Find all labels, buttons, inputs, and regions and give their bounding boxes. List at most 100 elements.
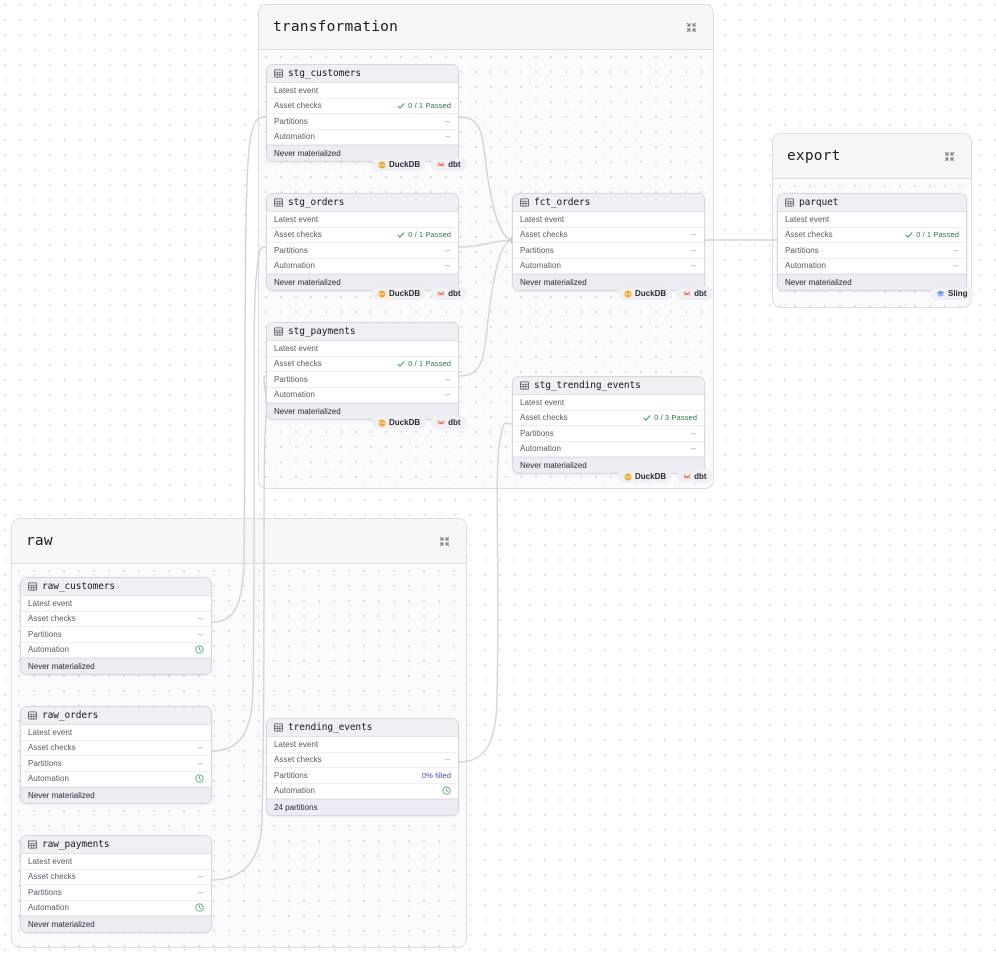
row-automation[interactable]: Automation– [267, 259, 458, 274]
automation-schedule-icon[interactable] [442, 786, 451, 795]
row-label: Asset checks [28, 872, 76, 882]
check-icon [397, 231, 405, 238]
asset-badges-parquet[interactable]: Sling [930, 287, 974, 300]
row-automation[interactable]: Automation [21, 643, 211, 658]
asset-name: stg_trending_events [534, 380, 641, 391]
asset-badges-stg_trending_events[interactable]: DuckDB dbt [618, 470, 713, 483]
asset-card-header[interactable]: stg_trending_events [513, 377, 704, 395]
asset-status-footer: 24 partitions [267, 799, 458, 815]
clock-icon [442, 786, 451, 795]
automation-schedule-icon[interactable] [195, 645, 204, 654]
badge-duckdb[interactable]: DuckDB [618, 470, 673, 483]
badge-duckdb[interactable]: DuckDB [618, 287, 673, 300]
badge-duckdb[interactable]: DuckDB [372, 416, 427, 429]
asset-badges-stg_orders[interactable]: DuckDB dbt [372, 287, 467, 300]
badge-sling[interactable]: Sling [930, 287, 974, 300]
asset-card-header[interactable]: raw_customers [21, 578, 211, 596]
row-asset-checks[interactable]: Asset checks– [513, 228, 704, 243]
row-automation[interactable]: Automation– [513, 259, 704, 274]
row-partitions[interactable]: Partitions– [267, 372, 458, 388]
automation-schedule-icon[interactable] [195, 903, 204, 912]
row-partitions[interactable]: Partitions– [778, 243, 966, 259]
badge-duckdb[interactable]: DuckDB [372, 287, 427, 300]
row-partitions[interactable]: Partitions– [513, 426, 704, 442]
clock-icon [195, 774, 204, 783]
asset-badges-stg_payments[interactable]: DuckDB dbt [372, 416, 467, 429]
badge-dbt[interactable]: dbt [431, 416, 467, 429]
row-partitions[interactable]: Partitions– [21, 627, 211, 643]
asset-card-header[interactable]: raw_orders [21, 707, 211, 725]
asset-card-header[interactable]: parquet [778, 194, 966, 212]
row-automation[interactable]: Automation– [267, 388, 458, 403]
asset-card-header[interactable]: stg_orders [267, 194, 458, 212]
collapse-icon[interactable] [941, 148, 957, 164]
badge-label: DuckDB [389, 418, 421, 427]
badge-dbt[interactable]: dbt [677, 470, 713, 483]
asset-card-header[interactable]: stg_customers [267, 65, 458, 83]
badge-dbt[interactable]: dbt [431, 158, 467, 171]
row-automation[interactable]: Automation– [513, 442, 704, 457]
row-label: Asset checks [28, 743, 76, 753]
row-latest-event: Latest event [267, 341, 458, 357]
row-label: Asset checks [274, 359, 322, 369]
row-label: Latest event [785, 214, 830, 224]
asset-card-header[interactable]: stg_payments [267, 323, 458, 341]
badge-label: dbt [448, 418, 461, 427]
asset-card-header[interactable]: raw_payments [21, 836, 211, 854]
row-automation[interactable]: Automation– [778, 259, 966, 274]
row-asset-checks[interactable]: Asset checks– [267, 753, 458, 768]
badge-dbt[interactable]: dbt [431, 287, 467, 300]
collapse-icon[interactable] [683, 19, 699, 35]
row-partitions[interactable]: Partitions– [513, 243, 704, 259]
table-icon [28, 582, 37, 591]
row-automation[interactable]: Automation [21, 901, 211, 916]
row-automation[interactable]: Automation [267, 784, 458, 799]
empty-value: – [952, 244, 958, 255]
asset-card-header[interactable]: fct_orders [513, 194, 704, 212]
sling-icon [936, 290, 945, 297]
row-label: Asset checks [28, 614, 76, 624]
table-icon [274, 198, 283, 207]
asset-status-footer: Never materialized [267, 403, 458, 419]
row-asset-checks[interactable]: Asset checks– [21, 870, 211, 885]
automation-schedule-icon[interactable] [195, 774, 204, 783]
asset-name: parquet [799, 197, 839, 208]
asset-badges-stg_customers[interactable]: DuckDB dbt [372, 158, 467, 171]
row-partitions[interactable]: Partitions– [21, 885, 211, 901]
asset-status-footer: Never materialized [21, 658, 211, 674]
clock-icon [195, 903, 204, 912]
duckdb-icon [624, 472, 632, 481]
asset-badges-fct_orders[interactable]: DuckDB dbt [618, 287, 713, 300]
badge-dbt[interactable]: dbt [677, 287, 713, 300]
row-asset-checks[interactable]: Asset checks– [21, 741, 211, 756]
row-partitions[interactable]: Partitions– [267, 243, 458, 259]
row-automation[interactable]: Automation– [267, 130, 458, 145]
asset-card-header[interactable]: trending_events [267, 719, 458, 737]
collapse-icon[interactable] [436, 533, 452, 549]
row-label: Asset checks [785, 230, 833, 240]
row-partitions[interactable]: Partitions– [267, 114, 458, 130]
badge-duckdb[interactable]: DuckDB [372, 158, 427, 171]
empty-value: – [197, 757, 203, 768]
row-automation[interactable]: Automation [21, 772, 211, 787]
row-partitions[interactable]: Partitions– [21, 756, 211, 772]
row-label: Partitions [520, 245, 554, 255]
row-asset-checks[interactable]: Asset checks– [21, 612, 211, 627]
